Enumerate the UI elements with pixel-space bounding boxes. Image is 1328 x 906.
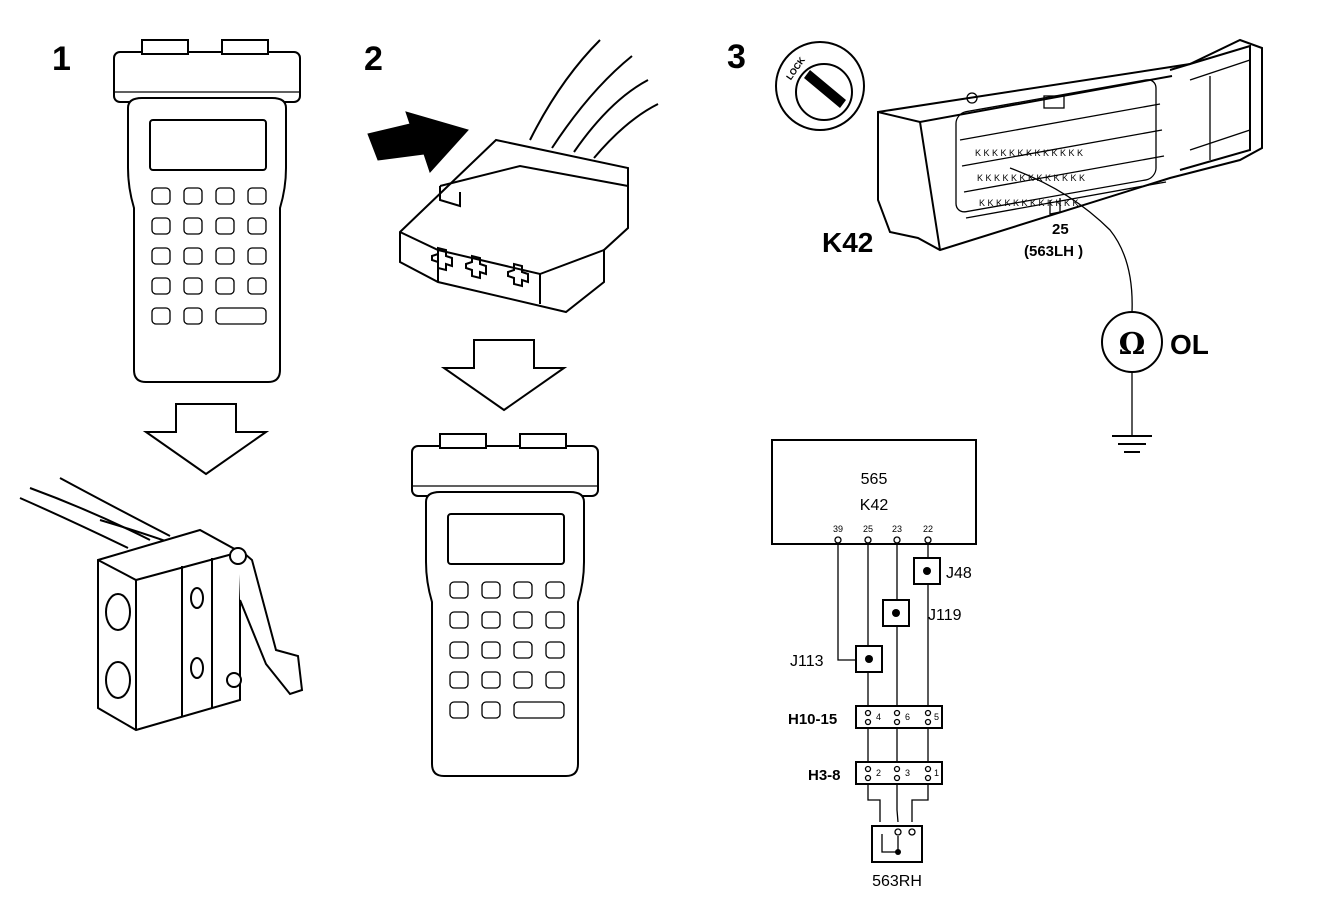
pin-label-39: 39: [833, 524, 843, 534]
junction-j48: J48: [946, 565, 972, 582]
step-2-number: 2: [364, 40, 383, 78]
diagnostic-tester-1: [113, 39, 301, 383]
down-arrow-1: [145, 403, 267, 475]
wire-code-label: (563LH ): [1024, 243, 1083, 260]
ground-icon: [1112, 372, 1152, 453]
svg-text:K K K K K K K K K K K K K: K K K K K K K K K K K K K: [975, 148, 1083, 158]
junction-j113: J113: [790, 653, 824, 670]
probe-lead: [1009, 167, 1133, 313]
connector-h10-15: H10-15: [788, 711, 837, 728]
junction-j119: J119: [928, 607, 962, 624]
step-1-number: 1: [52, 40, 71, 78]
pin-number-label: 25: [1052, 221, 1069, 238]
meter-reading: OL: [1170, 329, 1209, 360]
connector-h3-8: H3-8: [808, 767, 841, 784]
connector-name: K42: [822, 227, 873, 258]
pin-label-23: 23: [892, 524, 902, 534]
ignition-lock-icon: LOCK: [775, 41, 865, 131]
h10-15-pin-6: 6: [905, 712, 910, 722]
ohmmeter: Ω: [1101, 311, 1163, 373]
step-3-number: 3: [727, 38, 746, 76]
down-arrow-2: [443, 339, 565, 411]
module-name: K42: [860, 497, 889, 514]
h10-15-pin-4: 4: [876, 712, 881, 722]
component-563rh: 563RH: [872, 873, 922, 890]
svg-text:K K K K K K K K K K K K: K K K K K K K K K K K K: [979, 198, 1079, 208]
harness-connector: [19, 477, 304, 732]
h10-15-pin-5: 5: [934, 712, 939, 722]
h3-8-pin-1: 1: [934, 768, 939, 778]
push-arrow: [367, 111, 469, 173]
h3-8-pin-2: 2: [876, 768, 881, 778]
wiring-schematic: 565 K42 39 25 23 22 J48 J119: [771, 439, 977, 890]
pin-label-25: 25: [863, 524, 873, 534]
module-number: 565: [861, 471, 888, 488]
connector-plug: [399, 39, 659, 314]
k42-connector: K K K K K K K K K K K K K K K K K K K K …: [877, 38, 1263, 252]
diagnostic-tester-2: [411, 433, 599, 777]
ohm-symbol: Ω: [1119, 327, 1146, 362]
h3-8-pin-3: 3: [905, 768, 910, 778]
pin-label-22: 22: [923, 524, 933, 534]
svg-text:K K K K K K K K K K K K K: K K K K K K K K K K K K K: [977, 173, 1085, 183]
